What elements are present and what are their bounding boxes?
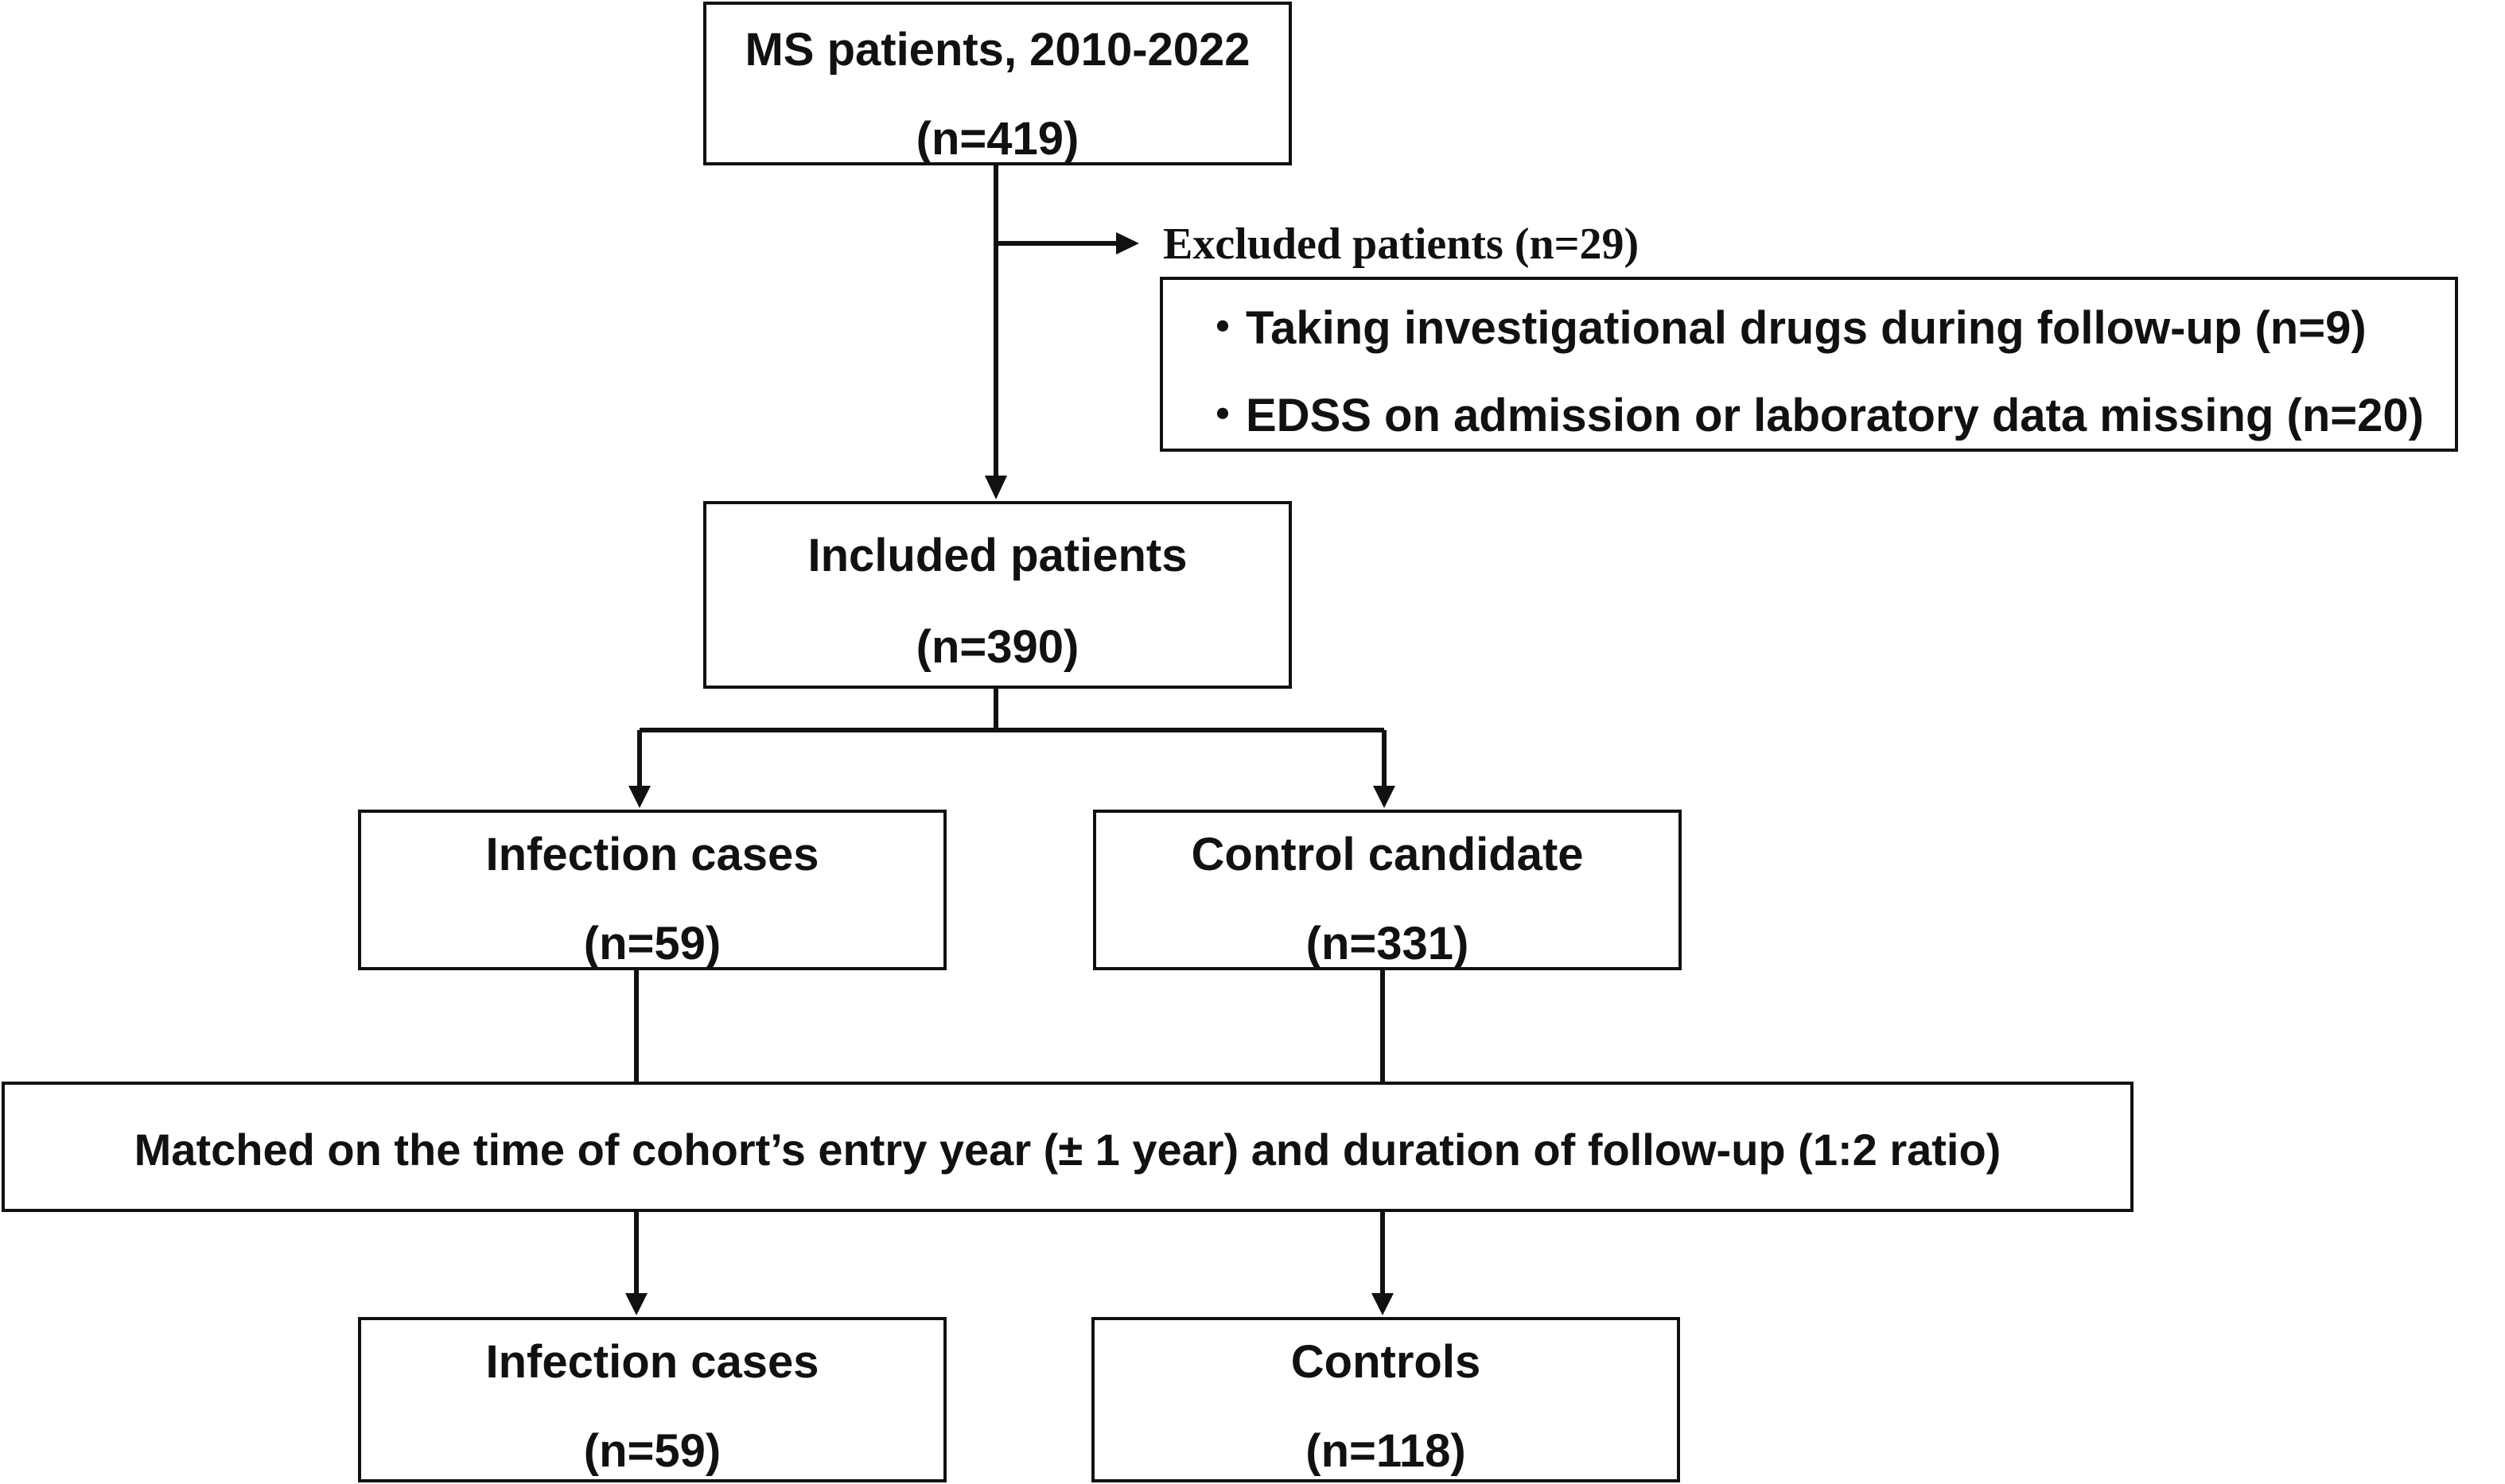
box-count: (n=390) xyxy=(916,621,1079,673)
arrowhead-included xyxy=(985,476,1007,499)
box-title: Controls xyxy=(1290,1336,1481,1388)
excluded-title: Excluded patients (n=29) xyxy=(1163,219,1640,269)
arrowhead-excluded xyxy=(1116,232,1139,254)
arrowhead-control-1 xyxy=(1373,786,1395,808)
arrowhead-infection-1 xyxy=(628,786,651,808)
box-count: (n=59) xyxy=(583,918,722,969)
excluded-item: ・Taking investigational drugs during fol… xyxy=(1200,302,2367,354)
arrowhead-infection-2 xyxy=(625,1293,648,1315)
box-infection-cases-matched: Infection cases (n=59) xyxy=(358,1317,947,1482)
box-count: (n=59) xyxy=(583,1425,722,1477)
box-title: Control candidate xyxy=(1191,829,1584,880)
box-matching-criteria: Matched on the time of cohort’s entry ye… xyxy=(2,1082,2134,1212)
box-count: (n=118) xyxy=(1305,1425,1466,1477)
arrowhead-controls-2 xyxy=(1371,1293,1394,1315)
box-control-candidate: Control candidate (n=331) xyxy=(1093,810,1682,970)
box-ms-patients: MS patients, 2010-2022 (n=419) xyxy=(703,2,1292,165)
box-title: Infection cases xyxy=(485,1336,819,1388)
box-title: Infection cases xyxy=(485,829,819,880)
box-controls: Controls (n=118) xyxy=(1091,1317,1680,1482)
box-title: Matched on the time of cohort’s entry ye… xyxy=(134,1125,2001,1175)
box-included-patients: Included patients (n=390) xyxy=(703,501,1292,689)
box-title: MS patients, 2010-2022 xyxy=(745,24,1251,76)
box-infection-cases: Infection cases (n=59) xyxy=(358,810,947,970)
box-count: (n=331) xyxy=(1305,918,1469,969)
excluded-item: ・EDSS on admission or laboratory data mi… xyxy=(1200,390,2424,441)
box-title: Included patients xyxy=(807,530,1188,581)
box-count: (n=419) xyxy=(916,113,1079,165)
box-excluded-reasons: ・Taking investigational drugs during fol… xyxy=(1160,277,2458,452)
